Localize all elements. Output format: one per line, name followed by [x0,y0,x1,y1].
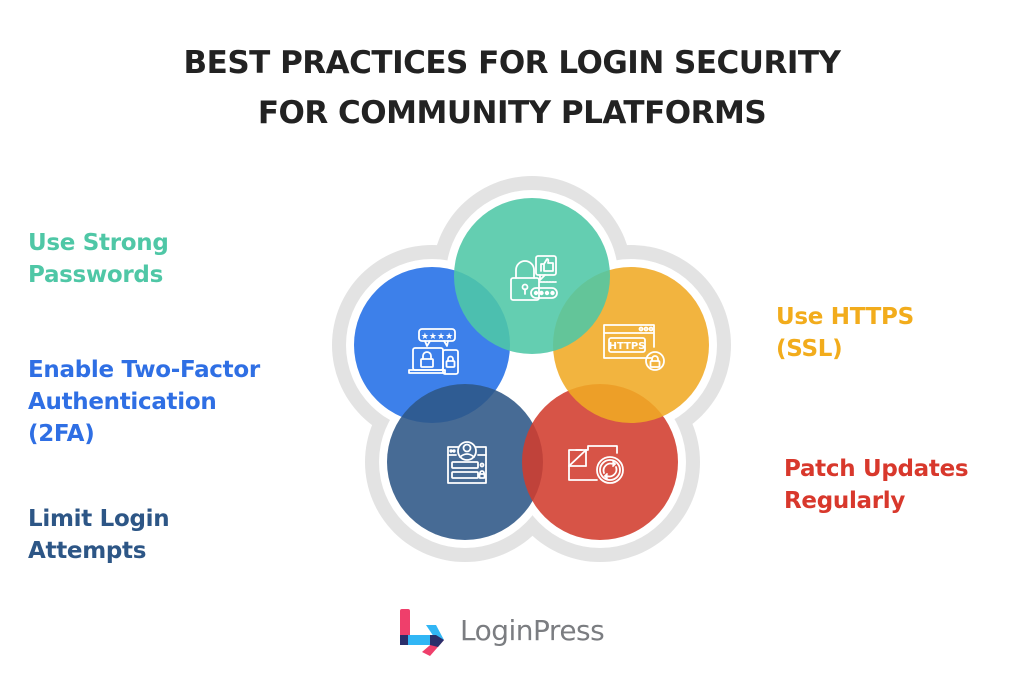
label-line: Limit Login [28,506,170,532]
label-line: (SSL) [776,336,843,362]
folder-sync-icon [568,445,624,484]
label-line: Regularly [784,488,906,514]
page-title: BEST PRACTICES FOR LOGIN SECURITY FOR CO… [0,38,1024,138]
loginpress-logo-icon [400,609,444,656]
label-line: Patch Updates [784,456,969,482]
practice-label-limit-login: Limit Login Attempts [28,503,170,567]
practice-label-two-factor: Enable Two-Factor Authentication (2FA) [28,354,260,450]
label-line: Passwords [28,262,163,288]
title-line-1: BEST PRACTICES FOR LOGIN SECURITY [183,45,841,81]
brand-name: LoginPress [460,614,605,647]
label-line: Use HTTPS [776,304,914,330]
practice-label-strong-passwords: Use Strong Passwords [28,227,169,291]
devices-lock-rating-icon: ★★★★ [408,328,459,375]
title-line-2: FOR COMMUNITY PLATFORMS [257,95,767,131]
lock-password-thumbsup-icon [510,255,558,301]
https-icon-text: HTTPS [609,341,646,352]
practice-label-patch-updates: Patch Updates Regularly [784,453,969,517]
label-line: (2FA) [28,421,95,447]
label-line: Enable Two-Factor [28,357,260,383]
circle-strong-passwords [454,198,610,354]
https-browser-lock-icon: HTTPS [603,324,665,371]
label-line: Use Strong [28,230,169,256]
label-line: Authentication [28,389,217,415]
practice-label-https: Use HTTPS (SSL) [776,301,914,365]
label-line: Attempts [28,538,147,564]
svg-text:★★★★: ★★★★ [421,332,453,342]
user-login-form-icon [447,441,487,484]
